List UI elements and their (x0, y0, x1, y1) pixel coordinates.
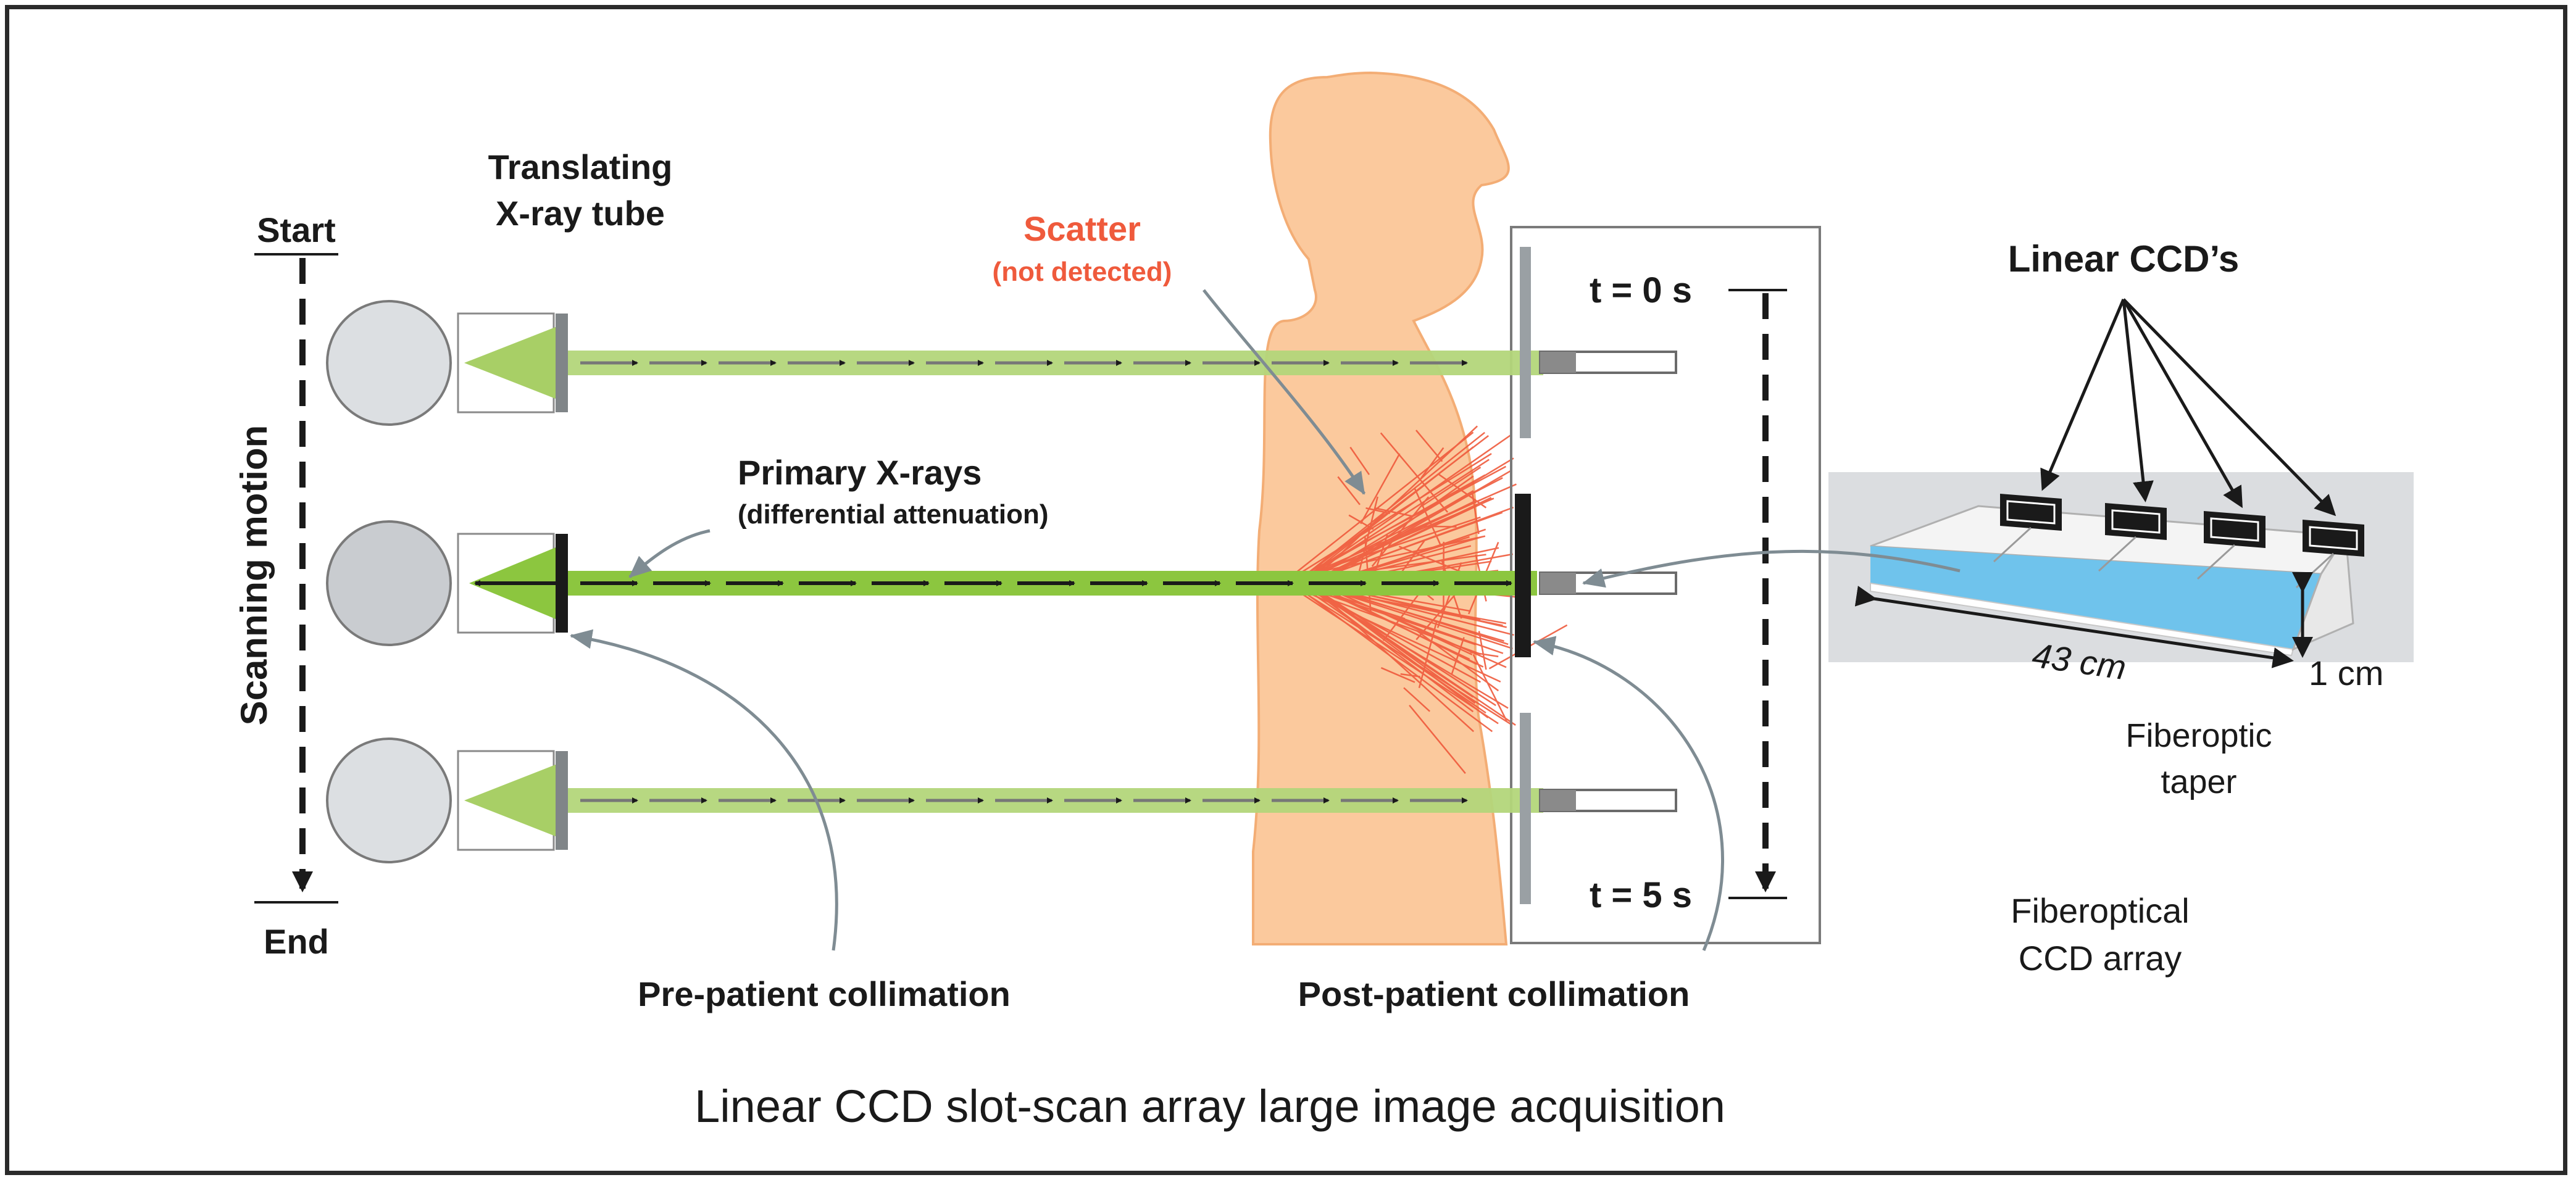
detector-slot-top (1539, 351, 1677, 374)
scatter-ray (1291, 453, 1492, 579)
scatter-ray (1294, 431, 1485, 584)
scatter-ray (1420, 447, 1444, 479)
scatter-ray (1307, 591, 1501, 683)
linear-ccds-label: Linear CCD’s (2008, 238, 2240, 280)
scatter-ray (1403, 687, 1431, 712)
scatter-ray (1380, 432, 1449, 513)
t0-label: t = 0 s (1590, 270, 1692, 310)
scatter-ray (1451, 637, 1465, 675)
scatter-ray (1307, 535, 1486, 575)
scatter-ray (1348, 514, 1374, 530)
scatter-ray (1289, 516, 1481, 581)
beam-fan-top (464, 326, 559, 400)
scatter-ray (1291, 586, 1499, 725)
array-label-line2: CCD array (2019, 939, 2182, 978)
taper-label-line2: taper (2161, 763, 2236, 800)
scatter-ray (1365, 507, 1391, 514)
scatter-ray (1349, 446, 1370, 475)
tube-label-line2: X-ray tube (496, 194, 665, 233)
start-label: Start (257, 210, 336, 249)
scatter-ray (1303, 587, 1486, 714)
post-collimation-pointer (1533, 636, 1724, 951)
scatter-ray (1319, 591, 1489, 718)
scatter-ray (1414, 488, 1442, 546)
tube-label-line1: Translating (488, 148, 673, 186)
patient-silhouette (1252, 71, 1510, 945)
array-label-line1: Fiberoptical (2011, 891, 2189, 930)
scatter-label: Scatter (1023, 209, 1141, 248)
detector-slot-middle (1539, 571, 1677, 595)
xray-tube-middle (326, 520, 452, 646)
ccd-pointer-2 (2122, 299, 2154, 502)
ccd-pointer-4 (2122, 298, 2336, 517)
scatter-ray (1423, 525, 1457, 528)
scatter-ray (1306, 496, 1487, 580)
post-collimator-middle (1515, 494, 1531, 657)
scatter-ray (1296, 474, 1486, 581)
scatter-sublabel: (not detected) (993, 257, 1172, 287)
scatter-ray (1380, 667, 1415, 683)
scatter-ray (1409, 704, 1466, 774)
scatter-ray (1400, 673, 1420, 678)
post-collimator-top (1520, 247, 1531, 438)
tube-assembly-bottom (326, 738, 1543, 863)
scatter-ray (1471, 492, 1480, 534)
primary-label: Primary X-rays (738, 453, 982, 492)
pre-collimator-top (556, 314, 568, 412)
beam-fan-bottom (464, 763, 559, 837)
scatter-ray (1416, 629, 1499, 692)
ccd-pointer-1 (2040, 299, 2125, 491)
linear-ccd-3 (2196, 511, 2265, 580)
taper-pointer (1582, 549, 1961, 588)
scatter-ray (1360, 453, 1401, 525)
pre-collimation-label: Pre-patient collimation (638, 974, 1011, 1013)
linear-ccd-1 (1993, 494, 2062, 563)
detector-slot-bottom (1539, 789, 1677, 812)
scanning-motion-label: Scanning motion (233, 425, 275, 726)
scatter-ray (1378, 609, 1406, 620)
scatter-ray (1293, 585, 1482, 655)
tube-assembly-top (326, 300, 1543, 426)
taper-label-line1: Fiberoptic (2125, 717, 2272, 754)
pre-collimation-pointer (570, 629, 838, 951)
linear-ccds (1993, 494, 2364, 589)
scatter-ray (1319, 475, 1474, 586)
pre-collimator-middle (556, 534, 568, 633)
primary-sublabel: (differential attenuation) (738, 499, 1049, 530)
scatter-pointer (1203, 289, 1366, 495)
scatter-ray (1375, 507, 1412, 517)
scatter-ray (1478, 631, 1487, 670)
scatter-ray (1316, 490, 1474, 583)
figure-caption: Linear CCD slot-scan array large image a… (694, 1081, 1725, 1132)
height-label: 1 cm (2309, 654, 2383, 692)
post-collimation-label: Post-patient collimation (1298, 974, 1690, 1013)
scatter-ray (1470, 651, 1499, 658)
scatter-ray (1418, 621, 1438, 688)
pre-collimator-bottom (556, 751, 568, 850)
post-collimator-bottom (1520, 713, 1531, 904)
scatter-ray (1288, 580, 1493, 733)
ccd-pointer-3 (2122, 298, 2243, 509)
primary-pointer (628, 529, 711, 578)
scatter-ray (1438, 473, 1487, 509)
linear-ccd-2 (2098, 503, 2167, 572)
scatter-ray (1371, 496, 1430, 567)
xray-tube-top (326, 300, 452, 426)
xray-tube-bottom (326, 738, 452, 863)
t5-label: t = 5 s (1590, 875, 1692, 915)
scatter-ray (1301, 434, 1489, 579)
width-dimension (1854, 586, 2294, 668)
scatter-ray (1420, 467, 1482, 507)
scatter-ray (1415, 430, 1443, 462)
scatter-ray (1293, 431, 1474, 576)
scatter-ray (1291, 434, 1512, 588)
scatter-ray (1472, 654, 1507, 721)
end-label: End (264, 922, 329, 961)
tube-assembly-middle (326, 520, 1537, 646)
